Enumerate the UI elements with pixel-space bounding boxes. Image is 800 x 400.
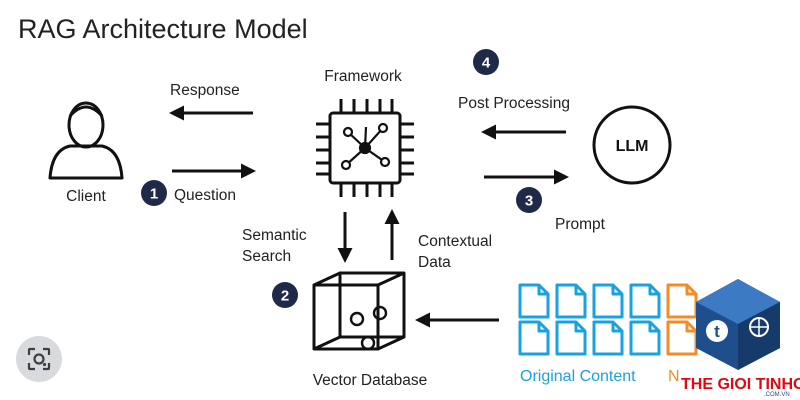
document-icon xyxy=(592,320,624,356)
svg-text:4: 4 xyxy=(482,55,491,72)
document-icon xyxy=(555,283,587,319)
original-content-label: Original Content xyxy=(520,368,636,385)
post-processing-label: Post Processing xyxy=(458,95,570,112)
llm-label: LLM xyxy=(616,138,649,155)
semantic-label-line1: Semantic xyxy=(242,227,307,244)
contextual-label-line1: Contextual xyxy=(418,233,492,250)
lens-search-button[interactable] xyxy=(16,336,62,382)
document-icon xyxy=(629,320,661,356)
framework-label: Framework xyxy=(324,68,402,85)
document-icon xyxy=(666,320,698,356)
svg-text:1: 1 xyxy=(150,186,158,203)
step-badge-4: 4 xyxy=(473,49,499,75)
lens-search-icon xyxy=(27,347,51,371)
llm-node: LLM xyxy=(592,105,672,185)
original-content-documents xyxy=(518,283,698,356)
document-icon xyxy=(518,320,550,356)
watermark-brand-text: THE GIOI TINHOC xyxy=(681,376,800,393)
question-label: Question xyxy=(174,187,236,204)
vector-db-label: Vector Database xyxy=(313,372,428,389)
diagram-title: RAG Architecture Model xyxy=(18,14,308,44)
client-user-icon xyxy=(48,101,124,180)
watermark-badge-letter: t xyxy=(714,322,720,341)
prompt-label: Prompt xyxy=(555,216,606,233)
watermark-cube-logo: t xyxy=(696,279,780,370)
client-label: Client xyxy=(66,188,106,205)
cut-off-orange-label: N xyxy=(668,368,680,385)
svg-text:2: 2 xyxy=(281,288,289,305)
document-icon xyxy=(666,283,698,319)
step-badge-1: 1 xyxy=(141,180,167,206)
watermark-domain-text: .COM.VN xyxy=(764,392,790,398)
contextual-label-line2: Data xyxy=(418,254,451,271)
document-icon xyxy=(592,283,624,319)
document-icon xyxy=(629,283,661,319)
vector-db-cube-database-icon xyxy=(312,271,406,351)
semantic-label-line2: Search xyxy=(242,248,291,265)
step-badge-3: 3 xyxy=(516,187,542,213)
svg-text:3: 3 xyxy=(525,193,533,210)
document-icon xyxy=(555,320,587,356)
document-icon xyxy=(518,283,550,319)
step-badge-2: 2 xyxy=(272,282,298,308)
framework-chip-network-icon xyxy=(316,99,414,197)
response-label: Response xyxy=(170,82,240,99)
